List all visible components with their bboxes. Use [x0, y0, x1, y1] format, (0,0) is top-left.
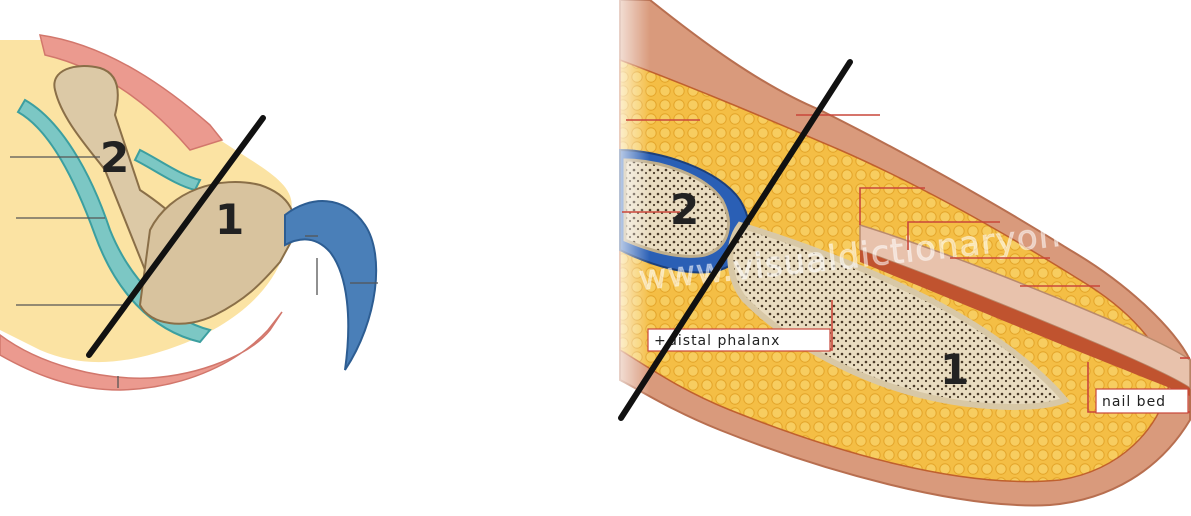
claw: [285, 201, 376, 370]
left-label-1: 1: [215, 195, 244, 244]
label-nail-bed: nail bed: [1096, 389, 1188, 413]
right-label-1: 1: [940, 345, 969, 394]
left-label-2: 2: [100, 133, 129, 182]
cat-claw-figure: 2 1: [0, 35, 378, 390]
human-fingertip-figure: www.visualdictionaryonline.com + distal …: [605, 0, 1191, 516]
right-label-2: 2: [670, 185, 699, 234]
svg-text:nail bed: nail bed: [1102, 394, 1166, 410]
svg-text:distal phalanx: distal phalanx: [668, 333, 780, 349]
